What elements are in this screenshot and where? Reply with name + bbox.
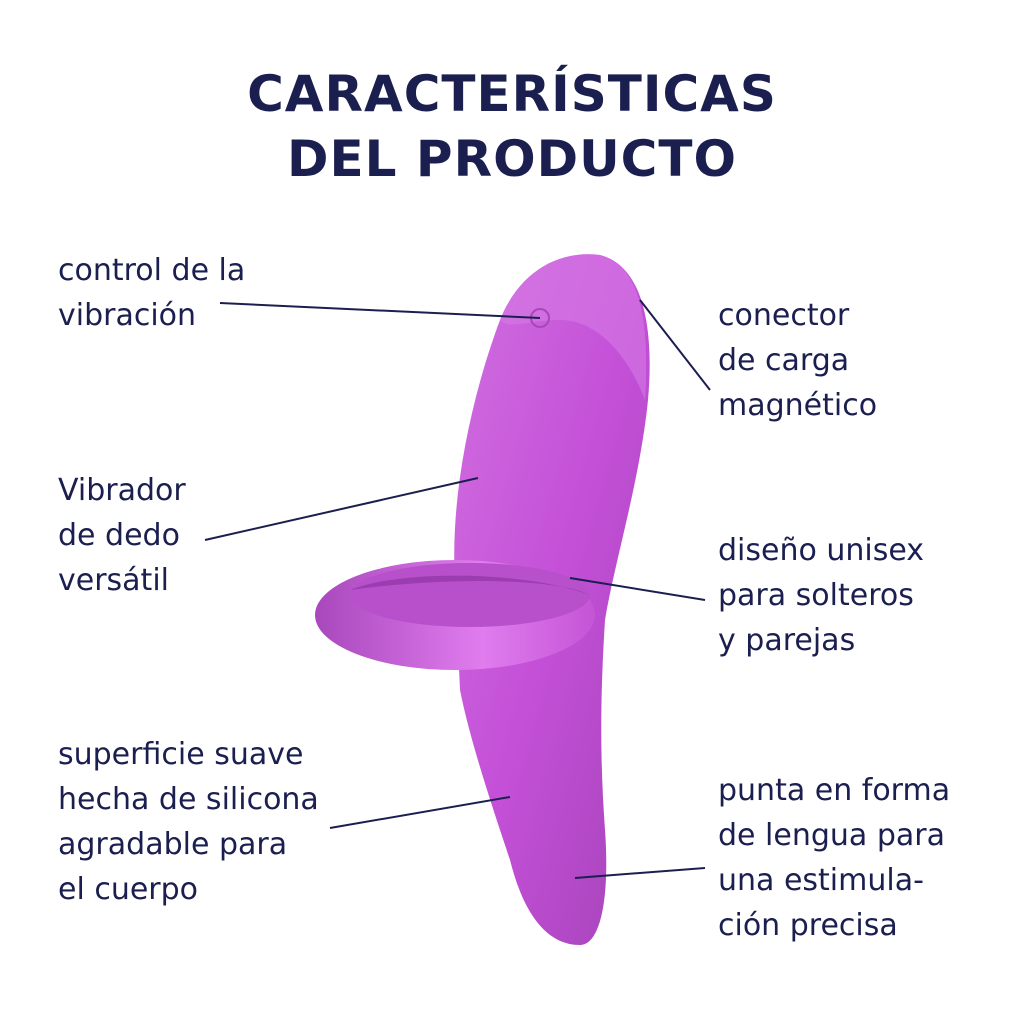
callout-lines — [204, 299, 711, 879]
feature-text: agradable para — [58, 827, 288, 862]
product-body — [315, 254, 650, 946]
feature-text: una estimula- — [718, 863, 924, 898]
feature-text: vibración — [58, 298, 197, 333]
callout-line-vibration-control — [219, 302, 541, 319]
title-line-1: CARACTERÍSTICAS — [247, 65, 777, 123]
feature-text: el cuerpo — [58, 872, 199, 907]
feature-text: ción precisa — [718, 908, 898, 943]
feature-text: punta en forma — [718, 773, 951, 808]
feature-text: superficie suave — [58, 737, 304, 772]
callout-line-finger-vibrator — [204, 477, 479, 541]
feature-vibration-control: control de la vibración — [58, 248, 245, 338]
feature-unisex-design: diseño unisex para solteros y parejas — [718, 528, 924, 663]
callout-line-unisex-design — [569, 577, 706, 601]
feature-tongue-tip: punta en forma de lengua para una estimu… — [718, 768, 950, 948]
feature-text: diseño unisex — [718, 533, 925, 568]
feature-finger-vibrator: Vibrador de dedo versátil — [58, 468, 186, 603]
feature-text: versátil — [58, 563, 169, 598]
feature-text: y parejas — [718, 623, 856, 658]
feature-text: de carga — [718, 343, 850, 378]
feature-silicone-surface: superficie suave hecha de silicona agrad… — [58, 732, 319, 912]
callout-line-silicone-surface — [329, 796, 511, 829]
feature-text: de lengua para — [718, 818, 945, 853]
feature-magnetic-connector: conector de carga magnético — [718, 293, 877, 428]
feature-text: magnético — [718, 388, 878, 423]
feature-text: de dedo — [58, 518, 180, 553]
feature-text: control de la — [58, 253, 246, 288]
feature-text: para solteros — [718, 578, 914, 613]
feature-text: conector — [718, 298, 850, 333]
callout-line-tongue-tip — [574, 867, 706, 879]
feature-text: Vibrador — [58, 473, 186, 508]
feature-text: hecha de silicona — [58, 782, 319, 817]
title-line-2: DEL PRODUCTO — [287, 130, 737, 188]
callout-line-magnetic-connector — [639, 299, 711, 391]
